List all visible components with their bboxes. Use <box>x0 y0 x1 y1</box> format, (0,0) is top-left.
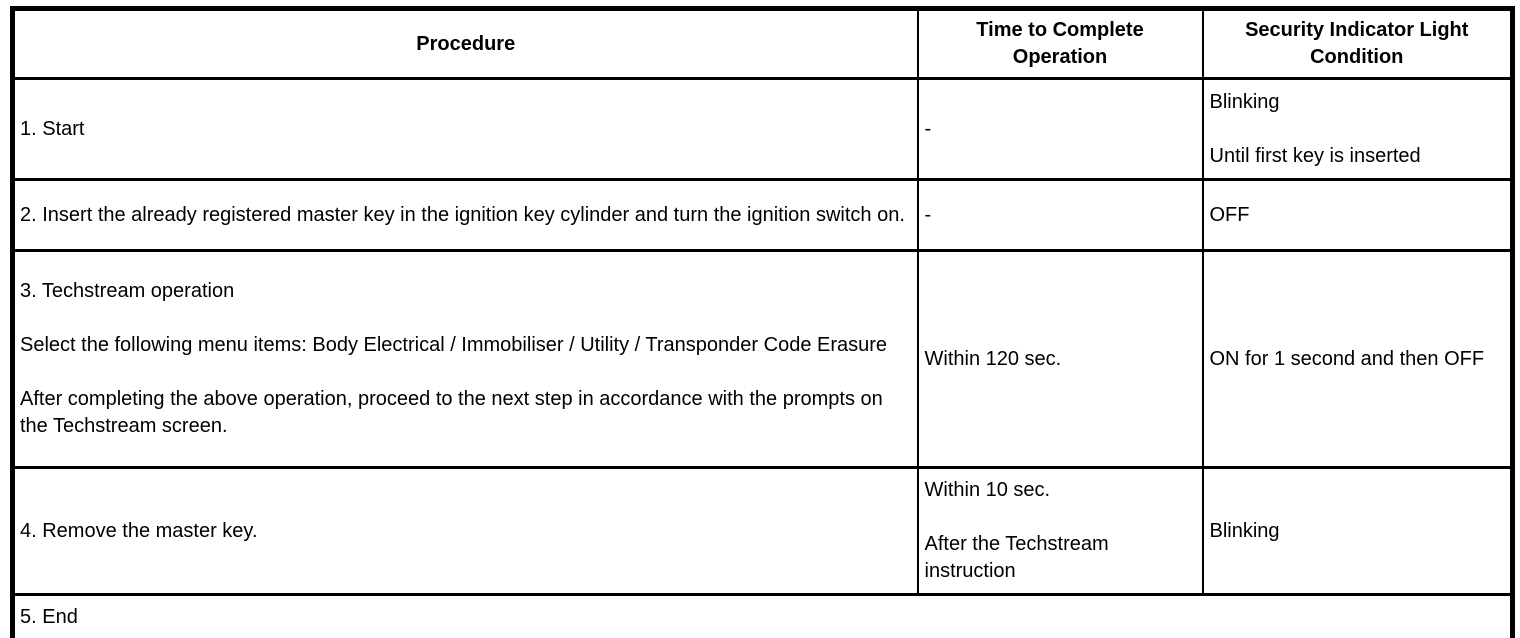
cell-text: 1. Start <box>20 117 85 140</box>
cell-text: Within 10 sec. <box>924 479 1051 501</box>
procedure-cell: 1. Start <box>11 77 919 181</box>
table-row: 5. End <box>11 593 1514 638</box>
cell-text: 4. Remove the master key. <box>20 519 258 542</box>
cell-text: 2. Insert the already registered master … <box>20 203 905 226</box>
header-row: Procedure Time to Complete Operation Sec… <box>11 7 1514 80</box>
time-cell: Within 120 sec. <box>916 249 1204 469</box>
cell-text: After the Techstream instruction <box>924 533 1109 582</box>
procedure-cell: 5. End <box>11 593 1514 638</box>
cell-text: Blinking <box>1209 519 1280 542</box>
header-security-indicator: Security Indicator Light Condition <box>1201 7 1514 80</box>
procedure-table: Procedure Time to Complete Operation Sec… <box>10 6 1515 638</box>
cell-text: ON for 1 second and then OFF <box>1209 347 1485 370</box>
procedure-cell: 2. Insert the already registered master … <box>11 178 919 252</box>
cell-text: Within 120 sec. <box>924 347 1062 370</box>
cell-text: Select the following menu items: Body El… <box>20 334 888 356</box>
table-row: 4. Remove the master key. Within 10 sec. A… <box>11 466 1514 596</box>
light-cell: OFF <box>1201 178 1514 252</box>
time-cell: - <box>916 77 1204 181</box>
cell-text: OFF <box>1209 203 1250 226</box>
cell-text: Until first key is inserted <box>1209 144 1421 167</box>
cell-text: 5. End <box>20 606 78 628</box>
table-row: 2. Insert the already registered master … <box>11 178 1514 252</box>
header-time-to-complete: Time to Complete Operation <box>916 7 1204 80</box>
cell-text: After completing the above operation, pr… <box>20 388 883 437</box>
table-header: Procedure Time to Complete Operation Sec… <box>11 7 1514 80</box>
header-procedure: Procedure <box>11 7 919 80</box>
time-cell: Within 10 sec. After the Techstream instr… <box>916 466 1204 596</box>
cell-text: - <box>924 117 932 140</box>
procedure-cell: 4. Remove the master key. <box>11 466 919 596</box>
light-cell: ON for 1 second and then OFF <box>1201 249 1514 469</box>
time-cell: - <box>916 178 1204 252</box>
cell-text: - <box>924 203 932 226</box>
cell-text: 3. Techstream operation <box>20 280 235 302</box>
light-cell: Blinking <box>1201 466 1514 596</box>
cell-text: Blinking <box>1209 90 1280 113</box>
